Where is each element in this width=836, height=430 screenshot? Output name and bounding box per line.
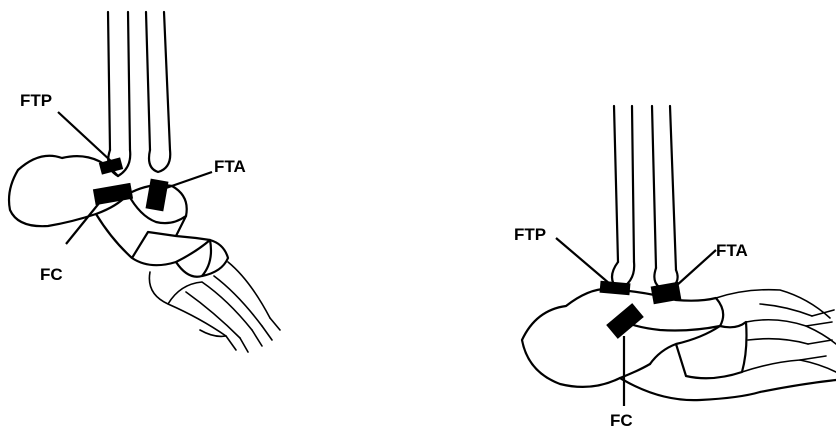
left-fta-label: FTA (214, 157, 246, 176)
right-fc-ligament (606, 303, 644, 339)
left-fta-leader (166, 172, 212, 188)
left-fta-ligament (146, 179, 169, 212)
left-ftp-leader (58, 112, 112, 162)
right-fibula (652, 106, 676, 270)
right-fc-label: FC (610, 411, 633, 430)
right-ftp-leader (556, 238, 610, 284)
right-tibia (614, 106, 634, 262)
right-calcaneus (522, 289, 650, 387)
right-fta-label: FTA (716, 241, 748, 260)
right-ftp-ligament (600, 281, 631, 296)
left-fc-label: FC (40, 265, 63, 284)
left-phalanges (200, 318, 280, 352)
right-sole (620, 378, 836, 400)
left-foot-view: FTP FTA FC (9, 12, 280, 352)
right-ftp-label: FTP (514, 225, 546, 244)
left-tibia (108, 12, 130, 150)
right-metatarsals (716, 290, 836, 372)
right-fta-leader (676, 250, 716, 286)
right-foot-view: FTP FTA FC (514, 106, 836, 430)
left-fibula (146, 12, 170, 150)
left-fc-leader (66, 202, 100, 244)
left-ftp-label: FTP (20, 91, 52, 110)
